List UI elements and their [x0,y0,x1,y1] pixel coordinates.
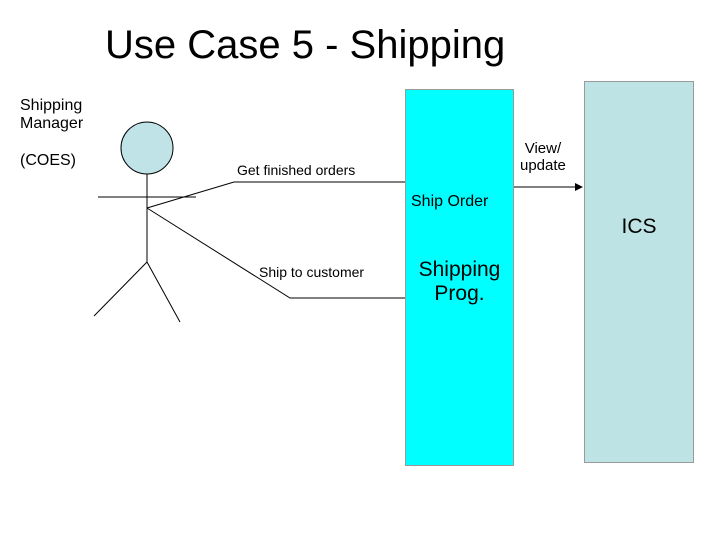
get-finished-orders-label: Get finished orders [237,162,356,178]
shipping-program-label: Shipping Prog. [418,258,501,306]
view-update-label: View/ update [520,140,566,175]
ics-label: ICS [621,215,657,238]
actor-left-leg [93,261,148,317]
actor-right-leg [146,261,181,323]
shipping-program-box [405,89,514,466]
ics-box [584,81,694,463]
actor-name: Shipping Manager [20,97,84,133]
diagram-title: Use Case 5 - Shipping [105,23,506,67]
actor-system-label: (COES) [20,152,76,169]
ship-to-customer-connector [146,207,405,299]
actor-head [120,121,174,175]
get-finished-orders-connector [146,181,405,209]
ship-to-customer-label: Ship to customer [259,264,365,280]
ship-order-label: Ship Order [411,193,489,210]
